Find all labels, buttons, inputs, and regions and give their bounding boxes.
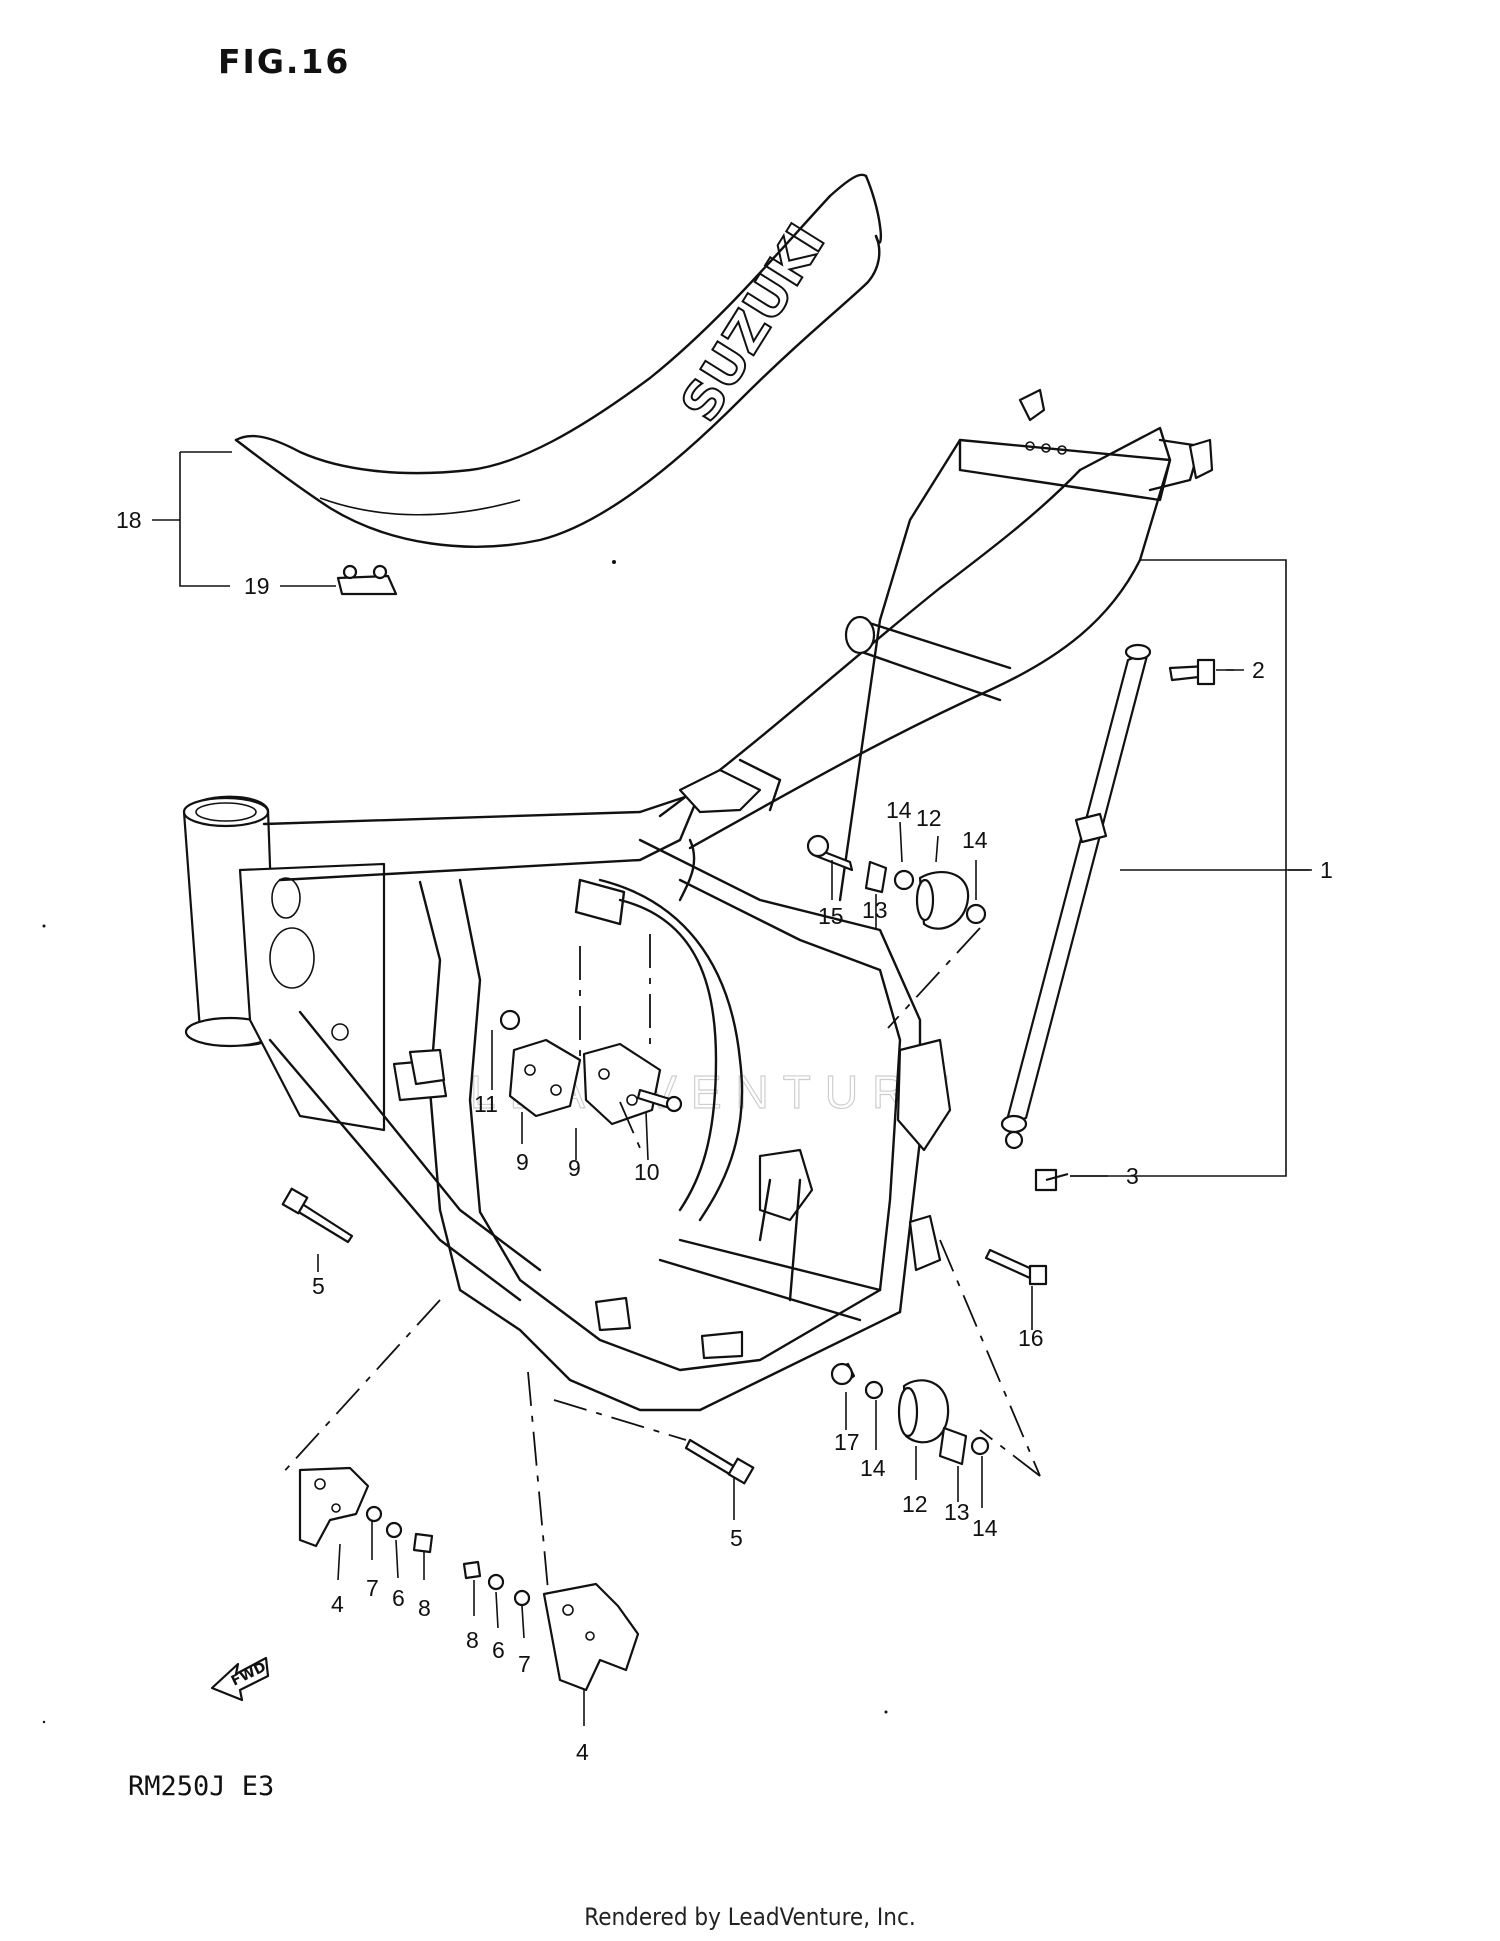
rear-frame-stay	[1000, 643, 1152, 1150]
callout-leaders	[317, 669, 1310, 1726]
seat-hook	[336, 564, 398, 596]
upper-engine-mount-hardware	[806, 834, 987, 930]
seat-logo: SUZUKI	[669, 213, 838, 433]
callout-2: 2	[1252, 657, 1265, 683]
callout-12-lower: 12	[902, 1491, 928, 1517]
callout-8-right: 8	[466, 1627, 479, 1653]
callout-6-left: 6	[392, 1585, 405, 1611]
callout-13-lower: 13	[944, 1499, 970, 1525]
callout-4-left: 4	[331, 1591, 344, 1617]
bolt-16	[984, 1248, 1048, 1286]
callout-14-d: 14	[972, 1515, 998, 1541]
callout-4-right: 4	[576, 1739, 589, 1765]
callout-14-b: 14	[962, 827, 988, 853]
engine-mount-plate-lower-left	[298, 1466, 434, 1554]
callout-6-right: 6	[492, 1637, 505, 1663]
callout-13-upper: 13	[862, 897, 888, 923]
callout-14-c: 14	[860, 1455, 886, 1481]
callout-14-a: 14	[886, 797, 912, 823]
seat: SUZUKI	[234, 173, 882, 548]
bolt-5-right	[684, 1438, 755, 1485]
callout-9-left: 9	[516, 1149, 529, 1175]
callout-7-right: 7	[518, 1651, 531, 1677]
callout-16: 16	[1018, 1325, 1044, 1351]
callout-5-right: 5	[730, 1525, 743, 1551]
assembly-centerlines	[279, 927, 1041, 1591]
callout-10: 10	[634, 1159, 660, 1185]
callout-17: 17	[834, 1429, 860, 1455]
main-frame	[182, 388, 1214, 1412]
callout-15: 15	[818, 903, 844, 929]
leader-18-19-bracket	[179, 451, 232, 587]
callout-numbers: 1 2 3 4 4 5 5 6 6 7 7 8 8 9 9 10 11 12 1…	[116, 507, 1333, 1765]
callout-9-right: 9	[568, 1155, 581, 1181]
callout-7-left: 7	[366, 1575, 379, 1601]
engine-mount-plates-upper	[499, 1009, 683, 1126]
callout-5-left: 5	[312, 1273, 325, 1299]
engine-mount-plate-lower-right	[462, 1560, 640, 1692]
lower-engine-mount-hardware	[830, 1362, 990, 1466]
callout-1: 1	[1320, 857, 1333, 883]
bolt-2	[1168, 658, 1216, 686]
leader-1-bracket	[1070, 559, 1312, 1177]
model-code: RM250J E3	[128, 1771, 275, 1802]
bolt-5-left	[281, 1187, 354, 1244]
callout-8-left: 8	[418, 1595, 431, 1621]
forward-arrow-icon: FWD	[210, 1656, 270, 1702]
callout-19: 19	[244, 573, 270, 599]
callout-11: 11	[474, 1091, 498, 1117]
footer-credit: Rendered by LeadVenture, Inc.	[584, 1903, 916, 1931]
callout-12-upper: 12	[916, 805, 942, 831]
bolt-3	[1034, 1168, 1069, 1192]
svg-text:SUZUKI: SUZUKI	[670, 214, 837, 432]
figure-title: FIG.16	[218, 42, 351, 81]
callout-3: 3	[1126, 1163, 1139, 1189]
callout-18: 18	[116, 507, 142, 533]
